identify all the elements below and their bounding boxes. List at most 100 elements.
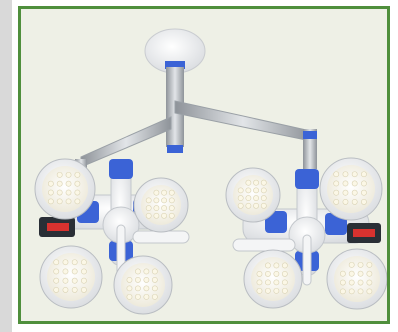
led-dot xyxy=(81,259,87,266)
led-dot xyxy=(65,171,72,178)
led-dot xyxy=(161,189,167,196)
led-dot xyxy=(135,293,141,300)
led-dot xyxy=(253,202,259,209)
led-dot xyxy=(53,259,60,266)
led-dot xyxy=(56,171,63,178)
led-dot xyxy=(71,268,78,275)
left-edge-bar xyxy=(0,0,12,332)
led-dot xyxy=(361,189,367,196)
led-dot xyxy=(245,202,252,209)
led-dot xyxy=(256,271,263,277)
led-dot xyxy=(333,171,340,178)
led-dot xyxy=(361,199,367,205)
led-dot xyxy=(62,268,69,275)
led-dot xyxy=(135,268,141,275)
led-dot xyxy=(351,199,358,205)
led-dot xyxy=(357,261,364,268)
led-dot xyxy=(62,259,69,266)
led-dot xyxy=(47,180,54,187)
led-dot xyxy=(65,180,72,187)
led-dot xyxy=(265,262,271,269)
led-dot xyxy=(161,197,167,204)
led-dot xyxy=(366,270,373,277)
led-dot xyxy=(348,261,355,268)
surgical-light-illustration xyxy=(34,28,387,315)
led-dot xyxy=(47,189,54,196)
led-dot xyxy=(256,279,263,286)
led-dot xyxy=(260,202,267,209)
led-dot xyxy=(253,187,259,194)
led-dot xyxy=(81,268,87,275)
led-dot xyxy=(65,198,72,205)
led-dot xyxy=(339,288,346,295)
led-dot xyxy=(74,198,81,205)
led-dot xyxy=(366,279,373,286)
led-dot xyxy=(273,262,280,269)
led-dot xyxy=(260,195,267,201)
led-dot xyxy=(361,180,367,187)
led-dot xyxy=(145,212,152,219)
led-dot xyxy=(71,287,78,293)
led-dot xyxy=(333,180,340,187)
led-dot xyxy=(273,287,280,294)
led-dot xyxy=(342,199,349,205)
led-dot xyxy=(339,279,346,286)
led-dot xyxy=(145,205,152,211)
led-dot xyxy=(47,198,54,205)
led-dot xyxy=(151,293,158,300)
led-dot xyxy=(143,268,150,275)
led-dot xyxy=(153,212,160,219)
led-dot xyxy=(71,259,78,266)
led-dot xyxy=(351,189,358,196)
led-dot xyxy=(281,287,288,294)
led-dot xyxy=(348,288,355,295)
led-dot xyxy=(333,199,340,205)
lamp-top-right xyxy=(319,157,383,221)
led-dot xyxy=(342,171,349,178)
led-dot xyxy=(74,171,81,178)
led-dot xyxy=(81,277,87,284)
led-dot xyxy=(253,179,259,186)
led-dot xyxy=(237,202,244,209)
led-dot xyxy=(62,277,69,284)
led-dot xyxy=(168,212,175,219)
led-dot xyxy=(56,189,63,196)
led-dot xyxy=(53,268,60,275)
led-dot xyxy=(74,189,81,196)
led-dot xyxy=(333,189,340,196)
led-dot xyxy=(245,195,252,201)
led-dot xyxy=(265,287,271,294)
lamp-top-left xyxy=(225,167,281,223)
product-photo-card xyxy=(18,6,390,324)
led-dot xyxy=(281,279,288,286)
led-dot xyxy=(143,277,150,283)
led-dot xyxy=(56,180,63,187)
led-dot xyxy=(81,287,87,293)
led-dot xyxy=(237,187,244,194)
led-dot xyxy=(153,197,160,204)
led-dot xyxy=(245,179,252,186)
led-dot xyxy=(126,293,133,300)
led-dot xyxy=(357,270,364,277)
led-dot xyxy=(245,187,252,194)
led-dot xyxy=(357,279,364,286)
lamp-top-left xyxy=(34,158,96,220)
led-dot xyxy=(168,189,175,196)
led-dot xyxy=(342,180,349,187)
lamp-bottom-right xyxy=(326,248,387,310)
led-dot xyxy=(366,261,373,268)
led-dot xyxy=(281,262,288,269)
led-dot xyxy=(273,271,280,277)
led-dot xyxy=(143,285,150,292)
led-dot xyxy=(71,277,78,284)
led-dot xyxy=(145,197,152,204)
lamp-bottom-left xyxy=(39,245,103,309)
led-dot xyxy=(74,180,81,187)
led-dot xyxy=(126,277,133,283)
led-dot xyxy=(151,268,158,275)
led-dot xyxy=(256,287,263,294)
led-dot xyxy=(273,279,280,286)
led-dot xyxy=(53,277,60,284)
led-dot xyxy=(348,270,355,277)
